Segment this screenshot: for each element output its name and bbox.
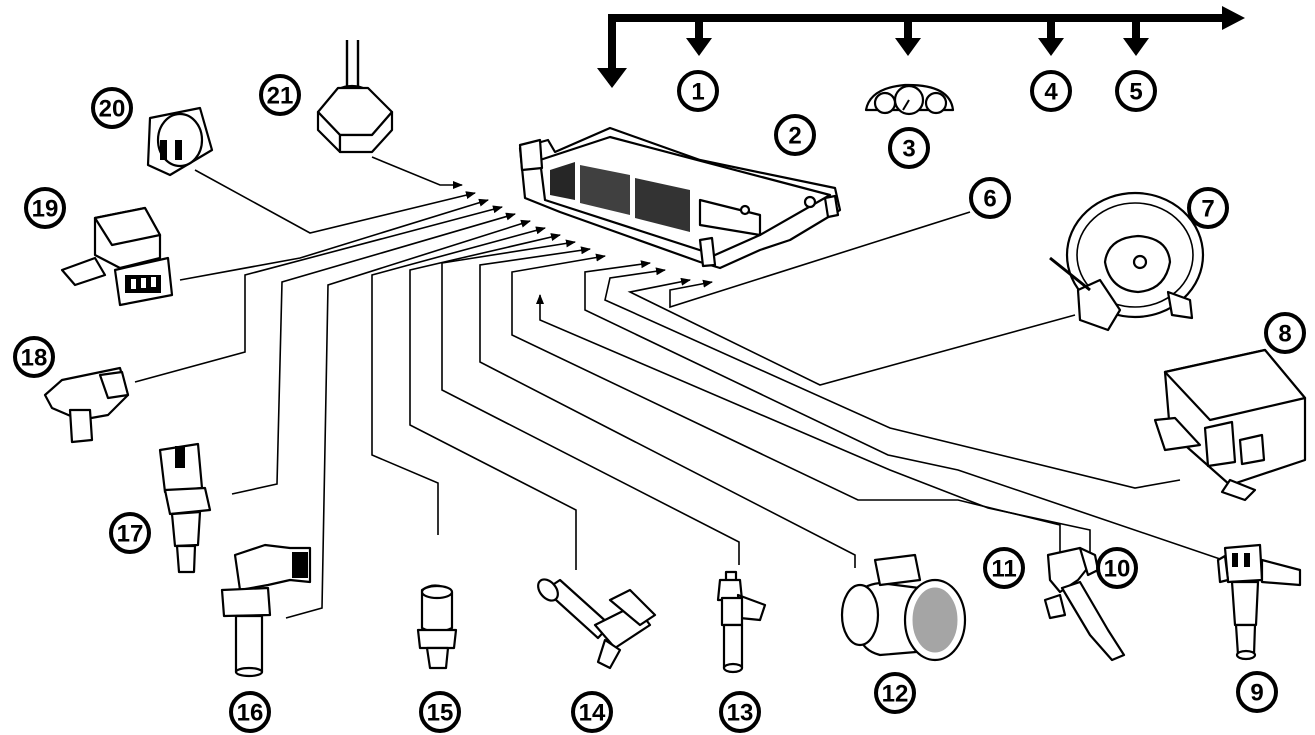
callout-15: 15: [421, 693, 459, 731]
callout-20: 20: [93, 89, 131, 127]
callout-label: 4: [1044, 79, 1058, 106]
leader-10: [540, 295, 1090, 562]
bus-drop-5: [1123, 18, 1149, 56]
leader-16: [286, 221, 530, 618]
leader-20: [195, 170, 475, 233]
callout-label: 6: [983, 186, 996, 213]
control-module-box-icon: [1155, 350, 1305, 500]
callout-12: 12: [876, 674, 914, 712]
callout-label: 2: [788, 123, 801, 150]
pressure-switch-icon: [418, 585, 456, 668]
callout-3: 3: [890, 129, 928, 167]
callout-label: 3: [902, 136, 915, 163]
callout-label: 14: [579, 700, 606, 727]
callout-9: 9: [1238, 673, 1276, 711]
switch-icon: [148, 108, 212, 175]
callout-label: 7: [1201, 196, 1214, 223]
callout-4: 4: [1032, 72, 1070, 110]
callout-10: 10: [1098, 549, 1136, 587]
callout-16: 16: [231, 693, 269, 731]
callout-label: 20: [99, 96, 126, 123]
crankshaft-sensor-icon: [222, 545, 310, 676]
callout-label: 21: [267, 83, 294, 110]
callout-14: 14: [573, 693, 611, 731]
callout-1: 1: [679, 72, 717, 110]
callout-8: 8: [1266, 314, 1304, 352]
bus-drop-1: [686, 18, 712, 56]
bus-drop-3: [895, 18, 921, 56]
callout-label: 8: [1278, 321, 1291, 348]
sensor-icon: [1218, 545, 1300, 659]
position-sensor-icon: [718, 572, 765, 672]
camshaft-sensor-icon: [45, 368, 128, 442]
callout-6: 6: [971, 179, 1009, 217]
callout-label: 17: [117, 521, 144, 548]
callout-7: 7: [1189, 189, 1227, 227]
callout-18: 18: [15, 338, 53, 376]
callout-11: 11: [985, 549, 1023, 587]
pressure-sensor-icon: [318, 40, 392, 152]
callout-label: 5: [1129, 79, 1142, 106]
leader-14: [410, 235, 576, 570]
callout-label: 19: [32, 196, 59, 223]
map-sensor-icon: [62, 208, 172, 305]
callout-label: 13: [727, 700, 754, 727]
callout-label: 9: [1250, 680, 1263, 707]
callout-2: 2: [776, 116, 814, 154]
steering-wheel-icon: [1050, 193, 1203, 330]
callout-label: 1: [691, 79, 704, 106]
mass-air-flow-sensor-icon: [842, 555, 965, 660]
callout-13: 13: [721, 693, 759, 731]
leader-7: [630, 280, 1075, 385]
callout-label: 18: [21, 345, 48, 372]
callout-5: 5: [1117, 72, 1155, 110]
callout-label: 11: [991, 556, 1016, 583]
callout-17: 17: [111, 514, 149, 552]
instrument-cluster-icon: [866, 85, 953, 114]
injector-icon: [534, 576, 655, 668]
callout-label: 15: [427, 700, 454, 727]
bus-drop-4: [1038, 18, 1064, 56]
callout-label: 12: [882, 681, 909, 708]
callout-label: 10: [1104, 556, 1131, 583]
temperature-sender-icon: [160, 444, 210, 572]
callout-label: 16: [237, 700, 264, 727]
callout-21: 21: [261, 76, 299, 114]
leader-21: [372, 157, 462, 185]
callout-19: 19: [26, 189, 64, 227]
leader-13: [442, 242, 739, 565]
